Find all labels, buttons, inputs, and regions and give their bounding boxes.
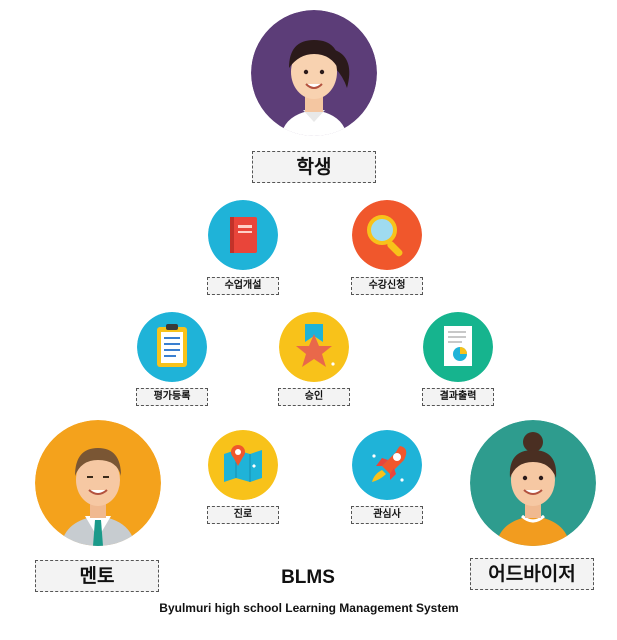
interest-label: 관심사 bbox=[351, 506, 423, 524]
badge-icon[interactable] bbox=[279, 312, 349, 382]
rocket-icon[interactable] bbox=[352, 430, 422, 500]
open-course-label: 수업개설 bbox=[207, 277, 279, 295]
mentor-label: 멘토 bbox=[35, 560, 159, 592]
approve-label: 승인 bbox=[278, 388, 350, 406]
system-full-name: Byulmuri high school Learning Management… bbox=[159, 601, 459, 615]
career-label: 진로 bbox=[207, 506, 279, 524]
clipboard-icon[interactable] bbox=[137, 312, 207, 382]
report-icon[interactable] bbox=[423, 312, 493, 382]
system-name: BLMS bbox=[281, 567, 335, 588]
mentor-avatar bbox=[35, 420, 161, 546]
result-print-label: 결과출력 bbox=[422, 388, 494, 406]
evaluation-label: 평가등록 bbox=[136, 388, 208, 406]
course-register-label: 수강신청 bbox=[351, 277, 423, 295]
student-label: 학생 bbox=[252, 151, 376, 183]
map-icon[interactable] bbox=[208, 430, 278, 500]
book-icon[interactable] bbox=[208, 200, 278, 270]
advisor-avatar bbox=[470, 420, 596, 546]
advisor-label: 어드바이저 bbox=[470, 558, 594, 590]
magnifier-icon[interactable] bbox=[352, 200, 422, 270]
student-avatar bbox=[251, 10, 377, 136]
